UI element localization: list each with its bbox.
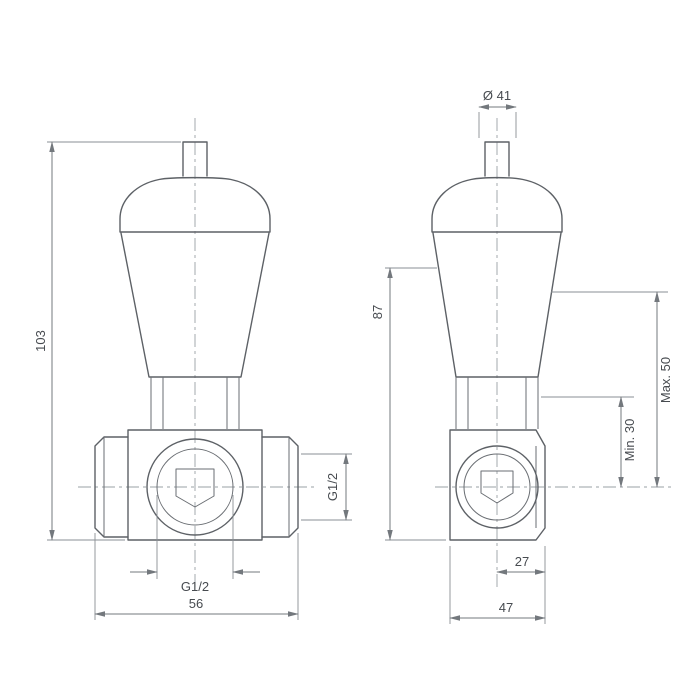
front-port-spindle	[175, 468, 215, 508]
dim-port-offset-label: 27	[515, 554, 529, 569]
dim-overall-width-label: 56	[189, 596, 203, 611]
side-port-inner-circle	[463, 453, 531, 521]
side-port-outer-circle	[455, 445, 539, 529]
dim-body-height-label: 87	[370, 305, 385, 319]
side-neck	[455, 377, 539, 429]
bottom-thread-extension-lines	[156, 495, 234, 579]
front-cap-skirt	[120, 232, 270, 378]
front-view-dimensions: 103 G1/2 G1/2 56	[33, 141, 352, 620]
side-body	[449, 429, 546, 541]
cap-diameter-extension-lines	[478, 112, 517, 138]
side-port-spindle	[480, 470, 514, 504]
dim-side-thread-label: G1/2	[325, 473, 340, 501]
front-view	[78, 118, 318, 588]
height-extension-lines	[47, 141, 181, 541]
dim-bottom-thread-label: G1/2	[181, 579, 209, 594]
front-left-port	[94, 436, 129, 538]
front-stem	[182, 141, 208, 177]
dim-cap-diameter-label: Ø 41	[483, 88, 511, 103]
front-cap-dome	[119, 176, 271, 233]
front-right-port	[261, 436, 299, 538]
side-stem	[484, 141, 510, 177]
front-port-outer-circle	[146, 438, 244, 536]
front-port-inner-circle	[156, 448, 234, 526]
dim-overall-depth-label: 47	[499, 600, 513, 615]
front-body	[127, 429, 263, 541]
side-view	[431, 118, 672, 588]
side-cap-skirt	[432, 232, 562, 378]
dim-overall-height-label: 103	[33, 330, 48, 352]
dim-min-depth-label: Min. 30	[622, 419, 637, 462]
dim-max-depth-label: Max. 50	[658, 357, 673, 403]
body-height-extension-lines	[385, 267, 446, 541]
side-view-dimensions: Ø 41 87 Max. 50 Min. 30 27 47	[370, 88, 673, 624]
front-neck	[150, 377, 240, 429]
side-cap-dome	[431, 176, 563, 233]
width-extension-lines	[94, 533, 299, 620]
